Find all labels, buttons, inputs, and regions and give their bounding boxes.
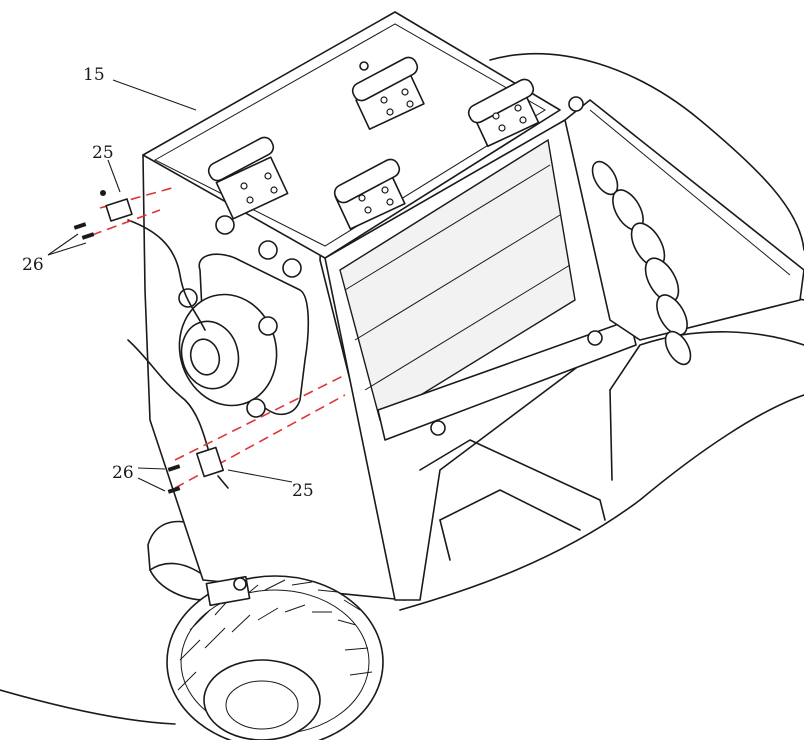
callout-labels: 15 25 26 26 25 (22, 65, 314, 501)
hinge-bottom-center (333, 158, 406, 230)
leader-26-bottom-b (137, 477, 166, 492)
leader-25-bottom (227, 469, 293, 483)
callout-26-top: 26 (22, 255, 44, 275)
wheel (166, 575, 384, 740)
hinges (207, 56, 584, 230)
sensor-bottom (195, 446, 225, 478)
bearing-housing (178, 215, 603, 436)
hinge-top-center (351, 56, 425, 130)
sensor-assembly-bottom (167, 446, 229, 494)
callout-25-bottom: 25 (292, 481, 314, 501)
leader-26-top-a (47, 233, 79, 256)
screw-top-1 (100, 190, 106, 196)
callout-15: 15 (83, 65, 105, 85)
sensor-top (105, 198, 133, 222)
hinge-right (467, 78, 540, 148)
assembly-path-top-2 (91, 209, 161, 236)
vent-slots (591, 160, 692, 366)
leader-lines (47, 79, 293, 492)
assembly-path-top-1 (99, 187, 173, 209)
leader-26-bottom-a (137, 467, 166, 470)
leader-15 (112, 79, 197, 111)
sensor-assembly-top (73, 190, 133, 240)
screw-top-2 (73, 222, 87, 230)
sensor-cables (127, 219, 211, 456)
screw-bottom-1 (167, 464, 181, 472)
callout-26-bottom: 26 (112, 463, 134, 483)
leader-26-top-b (47, 242, 87, 256)
screw-bottom-2 (167, 486, 181, 494)
leader-25-top (107, 159, 121, 193)
callout-25-top: 25 (92, 143, 114, 163)
hinge-top-left (207, 136, 289, 220)
screw-top-3 (81, 232, 95, 240)
